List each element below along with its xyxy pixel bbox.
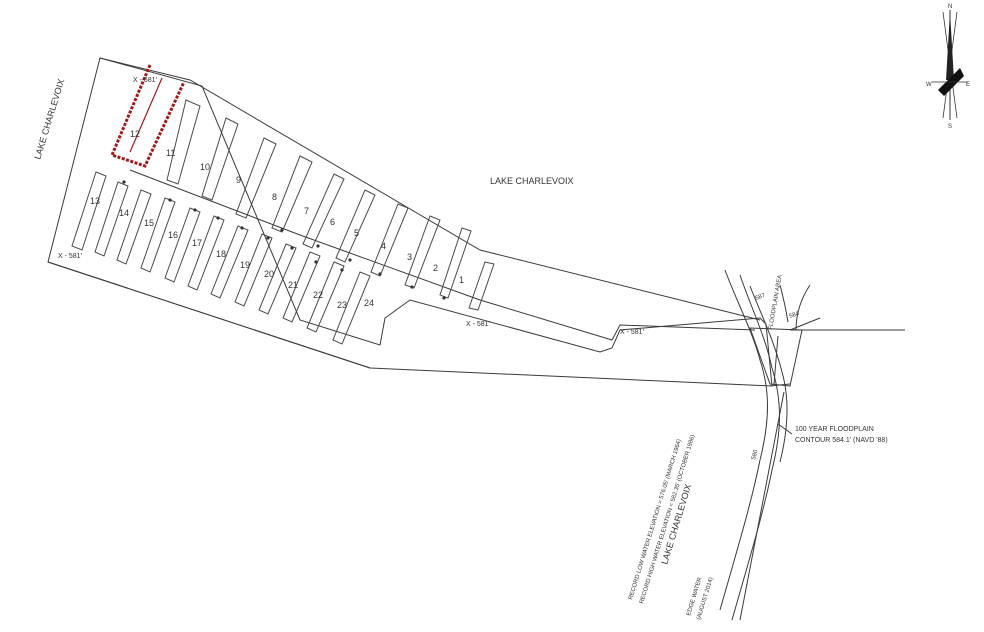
slip-2: 2 <box>433 263 438 273</box>
north-arrow-icon: N S E W <box>926 4 970 130</box>
slip-6: 6 <box>330 217 335 227</box>
slips-top-row <box>166 99 495 311</box>
slip-12: 12 <box>130 129 140 139</box>
elevation-markers: X - 581' X - 581' X - 581' X - 581' <box>58 77 644 336</box>
lower-boundary <box>47 261 371 369</box>
slip-24: 24 <box>364 298 374 308</box>
elevation-marker-4: X - 581' <box>620 329 644 336</box>
slip-10: 10 <box>200 162 210 172</box>
slip-4: 4 <box>381 241 386 251</box>
elevation-marker-2: X - 581' <box>58 253 82 260</box>
slip-1: 1 <box>459 275 464 285</box>
slip-15: 15 <box>144 218 154 228</box>
slip-20: 20 <box>264 269 274 279</box>
highlighted-slip-12[interactable] <box>109 64 186 168</box>
floodplain-contour-label: 100 YEAR FLOODPLAIN <box>795 426 874 433</box>
walkway-line <box>129 169 756 341</box>
floodplain-contour-value: CONTOUR 584.1' (NAVD '88) <box>795 437 888 444</box>
compass-e: E <box>966 82 970 88</box>
slip-17: 17 <box>192 238 202 248</box>
contour-580-label: 580 <box>751 449 760 461</box>
slip-22: 22 <box>313 290 323 300</box>
slip-7: 7 <box>304 206 309 216</box>
slip-9: 9 <box>236 175 241 185</box>
slip-11: 11 <box>166 148 175 158</box>
floodplain-area-label: FLOODPLAIN AREA <box>768 274 784 330</box>
slip-18: 18 <box>216 249 226 259</box>
compass-n: N <box>948 4 952 10</box>
lake-label-top: LAKE CHARLEVOIX <box>490 176 574 186</box>
slip-21: 21 <box>288 280 298 290</box>
pier-posts <box>122 180 446 300</box>
elevation-marker-1: X - 581' <box>133 77 157 84</box>
record-high-label: RECORD HIGH WATER ELEVATION = 582.35' (O… <box>639 434 696 604</box>
slip-19: 19 <box>240 260 250 270</box>
parcel-boundary <box>47 57 773 387</box>
contour-587-label: 587 <box>755 293 767 302</box>
slip-8: 8 <box>272 192 277 202</box>
slip-23: 23 <box>337 300 347 310</box>
shoreline-contours <box>719 269 905 621</box>
main-dock-line <box>99 57 761 321</box>
slip-3: 3 <box>407 252 412 262</box>
slip-numbers: 1 2 3 4 5 6 7 8 9 10 11 12 13 14 15 16 1… <box>90 129 464 310</box>
contour-584-label: 584 <box>789 311 801 320</box>
compass-s: S <box>948 124 952 130</box>
slip-5: 5 <box>354 228 359 238</box>
slip-16: 16 <box>168 230 178 240</box>
slip-13: 13 <box>90 196 100 206</box>
lake-label-left: LAKE CHARLEVOIX <box>32 78 66 161</box>
compass-w: W <box>926 82 932 88</box>
floodplain-leader <box>777 423 793 435</box>
elevation-marker-3: X - 581' <box>466 321 490 328</box>
slip-14: 14 <box>119 208 129 218</box>
